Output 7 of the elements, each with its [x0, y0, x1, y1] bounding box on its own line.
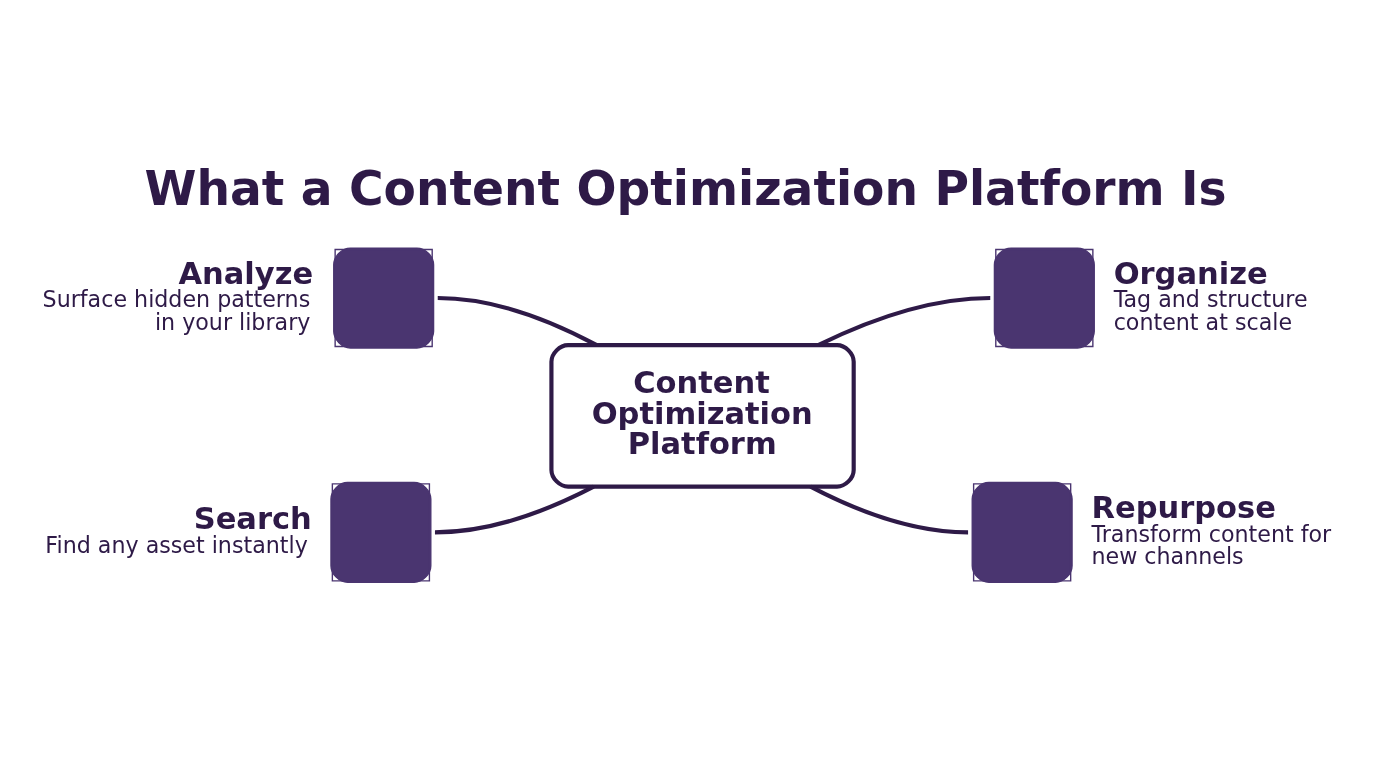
- node-box: Content Optimization Platform: [549, 343, 856, 489]
- connector: [434, 484, 595, 535]
- node-label: Organize: [1113, 255, 1268, 291]
- connector: [809, 484, 969, 535]
- node-label: Repurpose: [1091, 489, 1276, 525]
- diagram-title: What a Content Optimization Platform Is: [144, 161, 1227, 217]
- node-label: Find any asset instantly: [45, 531, 308, 558]
